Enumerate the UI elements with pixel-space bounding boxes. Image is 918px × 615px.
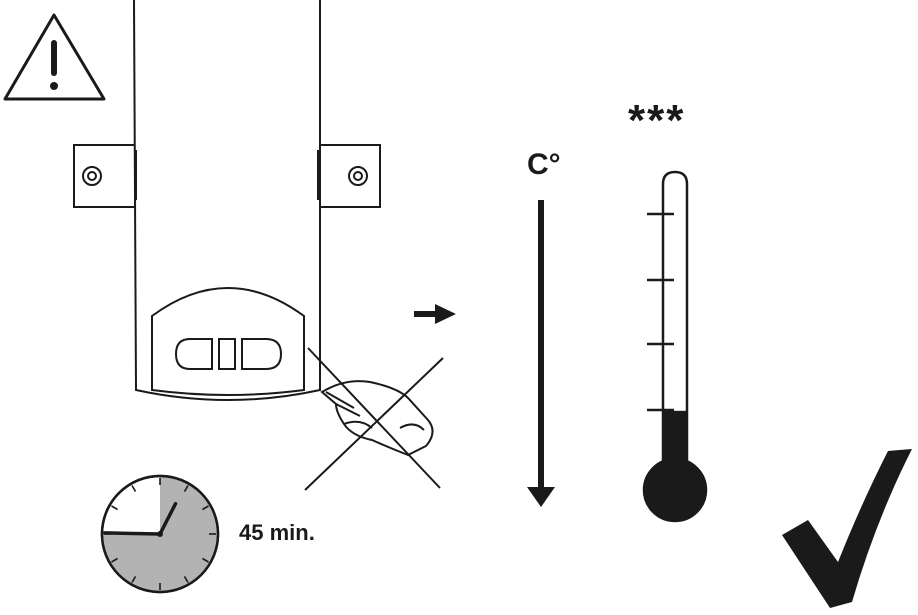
temperature-down-arrow	[527, 200, 555, 507]
clock-tick	[111, 505, 118, 511]
arrow-right-icon	[414, 304, 456, 324]
clock-hour-hand	[158, 501, 178, 536]
duration-label: 45 min.	[239, 520, 315, 545]
cross-line-1	[307, 347, 441, 489]
appliance-unit	[73, 0, 381, 401]
clock-icon	[100, 474, 220, 594]
clock-ticks	[104, 478, 216, 590]
clock-minute-hand	[103, 531, 162, 536]
clock-tick	[183, 576, 189, 583]
cross-line-2	[304, 357, 444, 491]
clock-tick	[131, 485, 137, 492]
checkmark-icon	[782, 449, 912, 608]
right-screw	[348, 166, 368, 186]
clock-tick	[183, 485, 189, 492]
warning-icon	[3, 13, 106, 101]
thermometer-icon	[642, 170, 708, 523]
left-screw	[82, 166, 102, 186]
clock-tick	[131, 576, 137, 583]
thermometer-bulb	[642, 457, 708, 523]
temperature-unit-label: C°	[527, 148, 561, 181]
clock-tick	[111, 557, 118, 563]
hand-shape	[320, 380, 434, 457]
star-rating-label: ***	[628, 96, 686, 145]
do-not-touch-icon	[304, 347, 444, 491]
panel-buttons	[174, 338, 283, 370]
clock-tick	[202, 557, 209, 563]
clock-tick	[202, 505, 209, 511]
